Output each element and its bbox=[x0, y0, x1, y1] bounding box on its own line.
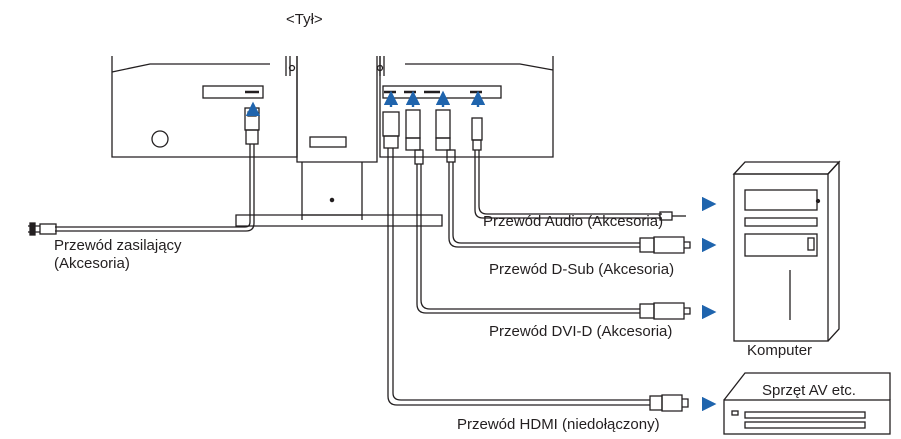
av-equipment-label: Sprzęt AV etc. bbox=[762, 382, 856, 399]
computer-label: Komputer bbox=[747, 342, 813, 359]
dsub-cable bbox=[435, 137, 691, 254]
audio-cable-label: Przewód Audio (Akcesoria) bbox=[483, 213, 664, 230]
power-cable-label: Przewód zasilający bbox=[54, 237, 182, 254]
power-cable bbox=[28, 129, 259, 236]
rear-ports bbox=[244, 90, 483, 141]
dvi-cable bbox=[405, 137, 691, 320]
rear-view-title: <Tył> bbox=[286, 11, 323, 28]
computer-tower-icon bbox=[732, 160, 841, 342]
av-equipment-icon bbox=[723, 372, 891, 435]
dvi-cable-label: Przewód DVI-D (Akcesoria) bbox=[489, 323, 673, 340]
dsub-cable-label: Przewód D-Sub (Akcesoria) bbox=[489, 261, 675, 278]
monitor-rear-panel bbox=[111, 56, 554, 227]
port-arrows bbox=[245, 90, 486, 116]
device-arrows bbox=[702, 196, 717, 412]
hdmi-cable-label: Przewód HDMI (niedołączony) bbox=[457, 416, 660, 433]
power-cable-note: (Akcesoria) bbox=[54, 255, 130, 272]
audio-cable bbox=[472, 139, 686, 221]
hdmi-cable bbox=[383, 135, 689, 412]
